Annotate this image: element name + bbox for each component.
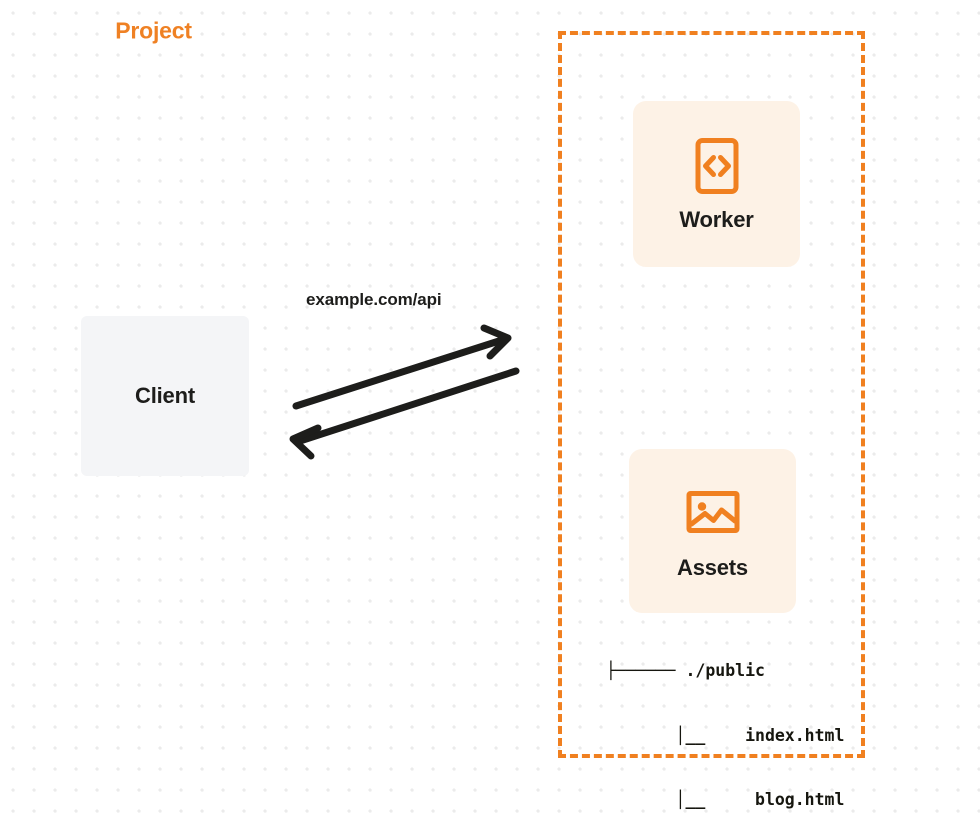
file-tree-row: │__ blog.html [606,790,845,809]
node-card-worker[interactable]: Worker [633,101,800,267]
node-box-client[interactable]: Client [81,316,249,476]
node-label-assets: Assets [677,555,748,580]
project-group-label-text: Project [108,19,199,43]
code-brackets-icon [695,138,738,194]
project-group-boundary [558,31,865,758]
arrow-response [289,367,520,460]
node-label-client: Client [135,383,195,408]
file-tree-row: ├────── ./public [606,661,765,680]
image-icon [686,491,739,533]
node-label-worker: Worker [679,207,754,232]
project-group-label: Project [0,19,307,55]
node-card-assets[interactable]: Assets [629,449,796,613]
arrow-request [292,324,512,410]
assets-file-tree: ├────── ./public │__ index.html │__ blog… [606,617,844,818]
file-tree-row: │__ index.html [606,725,845,745]
edge-label-api-url: example.com/api [306,290,442,309]
